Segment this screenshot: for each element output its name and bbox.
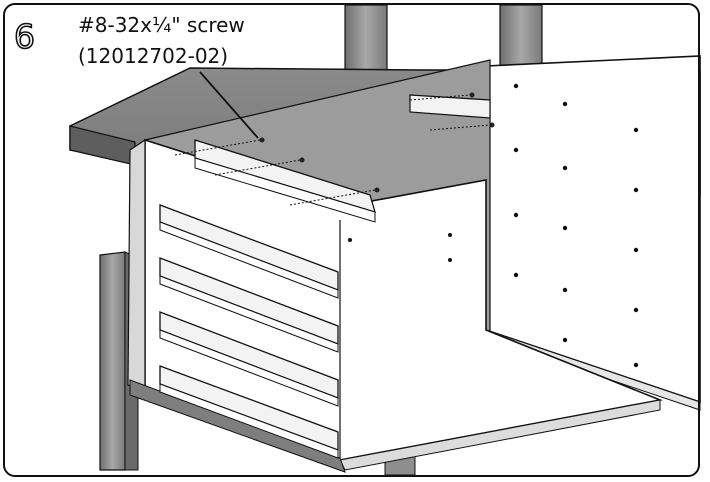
callout-leader-line bbox=[199, 71, 259, 139]
screw-icon bbox=[259, 137, 265, 143]
screw-icon bbox=[374, 187, 380, 193]
hole-icon bbox=[562, 287, 568, 293]
hole-icon bbox=[562, 225, 568, 231]
rail-top bbox=[194, 139, 376, 223]
hole-icon bbox=[448, 258, 452, 262]
hole-icon bbox=[633, 307, 639, 313]
screw-icon bbox=[299, 157, 305, 163]
hole-icon bbox=[633, 127, 639, 133]
cabinet-left-flange bbox=[127, 138, 346, 473]
hole-icon bbox=[513, 83, 519, 89]
rail-3 bbox=[159, 257, 339, 353]
step-number: 6 bbox=[13, 17, 36, 56]
hole-icon bbox=[562, 101, 568, 107]
screw-icon bbox=[469, 92, 475, 98]
side-panel-holes bbox=[348, 83, 639, 368]
hole-icon bbox=[348, 238, 352, 242]
hole-icon bbox=[513, 147, 519, 153]
callout-part-name: #8-32x¼" screw bbox=[78, 13, 245, 37]
step-frame bbox=[3, 3, 700, 477]
screw-icon bbox=[489, 122, 495, 128]
rail-back bbox=[409, 94, 491, 119]
hole-icon bbox=[448, 233, 452, 237]
cabinet-side-panel bbox=[485, 55, 701, 411]
hole-icon bbox=[633, 247, 639, 253]
hole-icon bbox=[513, 212, 519, 218]
rail-4 bbox=[159, 311, 339, 407]
hole-icon bbox=[562, 337, 568, 343]
hole-icon bbox=[562, 165, 568, 171]
hole-icon bbox=[633, 187, 639, 193]
rail-5 bbox=[159, 365, 339, 459]
hole-icon bbox=[633, 362, 639, 368]
screw-heads bbox=[259, 92, 495, 193]
callout-part-number: (12012702-02) bbox=[78, 44, 229, 68]
hole-icon bbox=[513, 272, 519, 278]
rail-2 bbox=[159, 204, 339, 299]
